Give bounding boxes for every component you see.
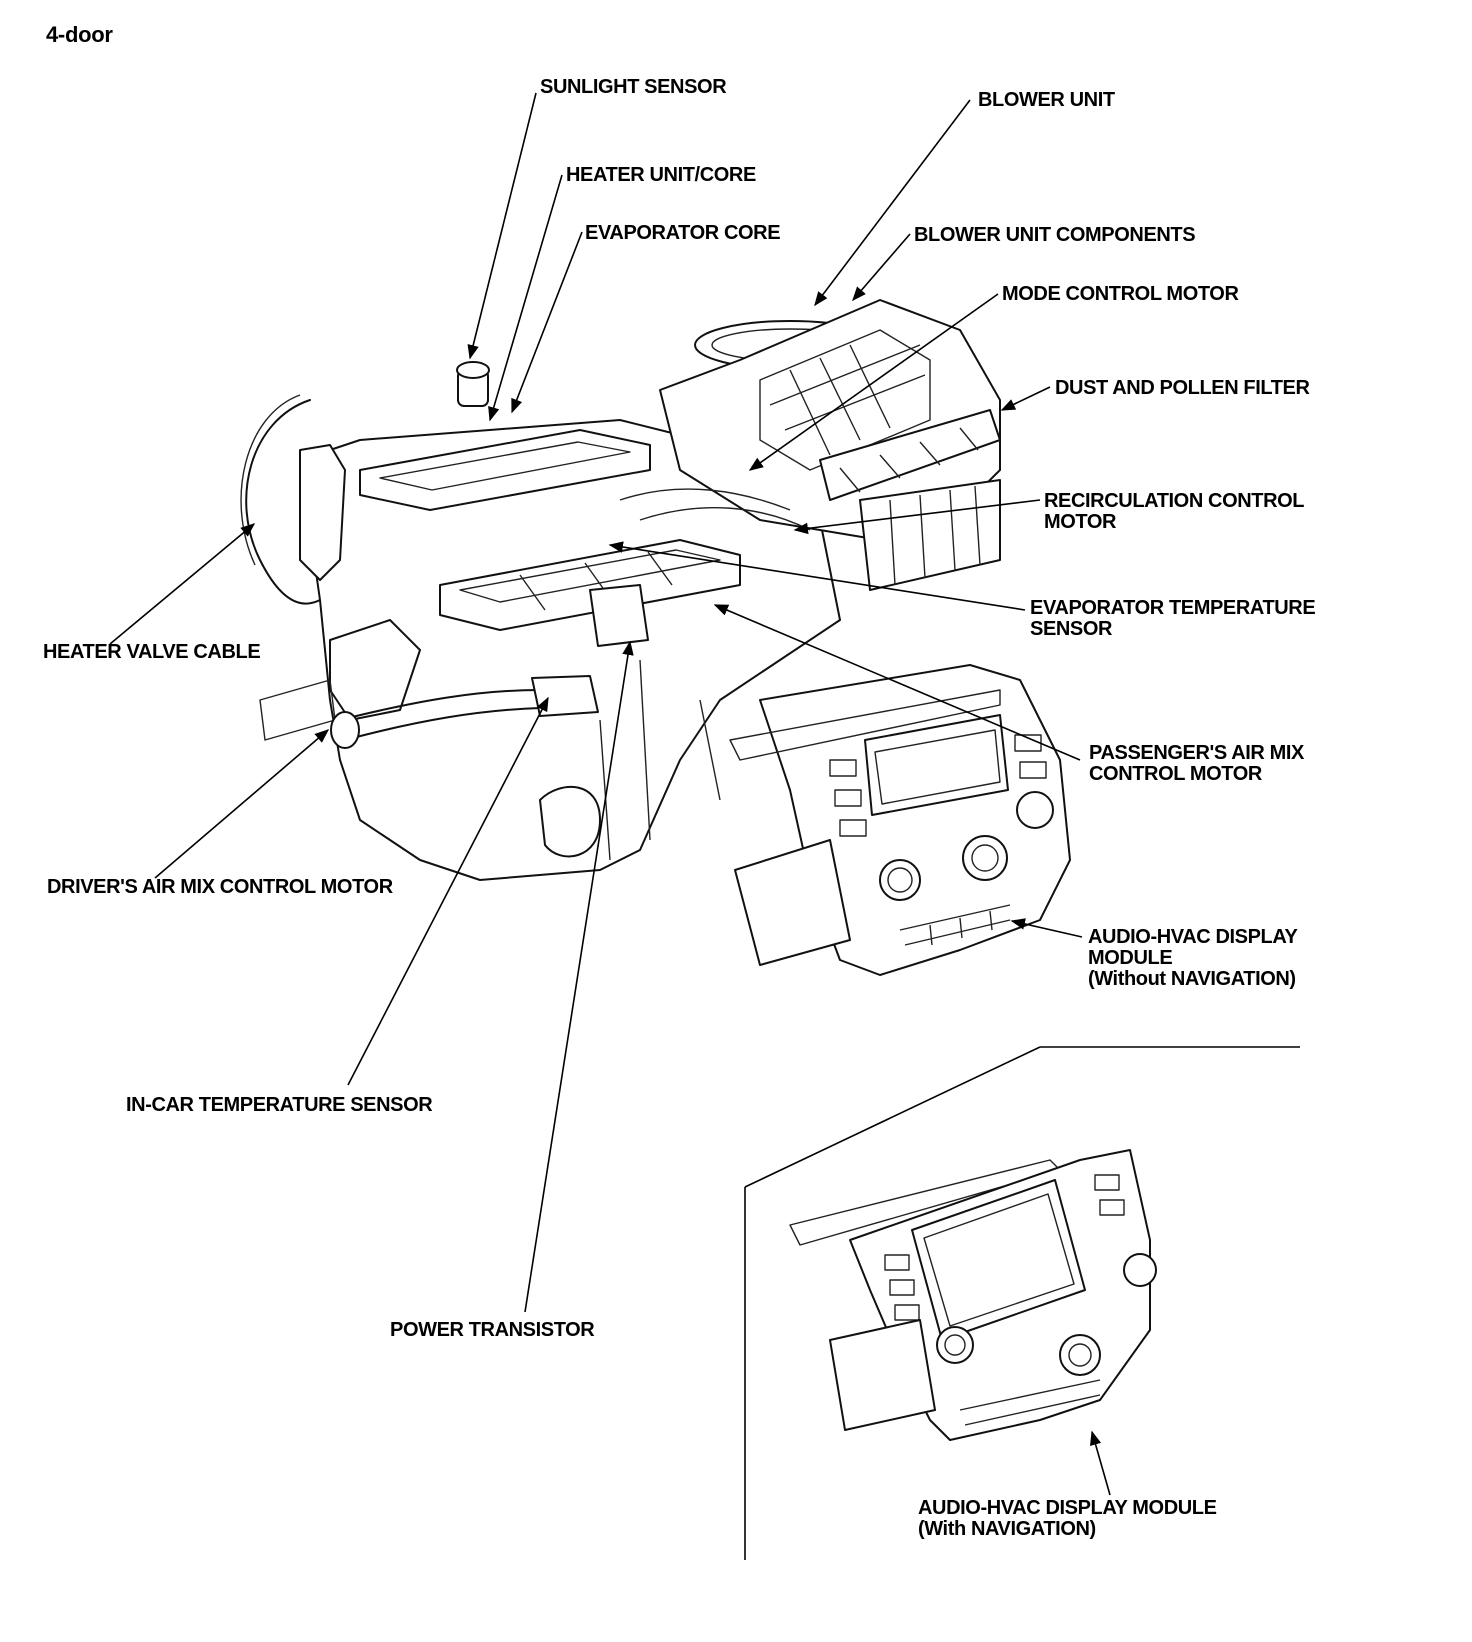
leader-dust-filter [1000,386,1051,411]
label-mode-control-motor: MODE CONTROL MOTOR [1002,283,1239,305]
label-audio-hvac-without-navigation: AUDIO-HVAC DISPLAY MODULE (Without NAVIG… [1088,926,1298,990]
label-heater-valve-cable: HEATER VALVE CABLE [43,641,261,663]
leader-heater-unit [488,174,563,422]
leader-evaporator-core [511,231,583,414]
leader-power-transistor [524,640,634,1313]
label-evaporator-core: EVAPORATOR CORE [585,222,781,244]
leader-audio-hvac-without-nav [1010,918,1083,938]
audio-hvac-with-nav-illustration [744,1046,1300,1560]
leader-blower-components [852,233,911,302]
label-blower-unit: BLOWER UNIT [978,89,1115,111]
leader-recirculation-motor [793,499,1041,535]
leader-audio-hvac-with-nav [1090,1430,1111,1496]
label-sunlight-sensor: SUNLIGHT SENSOR [540,76,727,98]
audio-hvac-without-nav-illustration [729,664,1071,976]
leader-drivers-air-mix [154,729,330,879]
label-power-transistor: POWER TRANSISTOR [390,1319,595,1341]
leader-lines [109,92,1111,1496]
leader-sunlight-sensor [467,92,537,360]
leader-evaporator-temp [608,541,1026,611]
label-in-car-temperature-sensor: IN-CAR TEMPERATURE SENSOR [126,1094,433,1116]
label-dust-pollen-filter: DUST AND POLLEN FILTER [1055,377,1310,399]
leader-passengers-air-mix [713,604,1081,761]
leader-heater-valve-cable [109,523,256,645]
label-audio-hvac-with-navigation: AUDIO-HVAC DISPLAY MODULE (With NAVIGATI… [918,1497,1217,1540]
leader-in-car-sensor [347,696,549,1086]
page-title: 4-door [46,22,113,47]
label-blower-unit-components: BLOWER UNIT COMPONENTS [914,224,1196,246]
leader-mode-control-motor [748,293,999,471]
label-heater-unit-core: HEATER UNIT/CORE [566,164,756,186]
label-drivers-air-mix-control-motor: DRIVER'S AIR MIX CONTROL MOTOR [47,876,393,898]
label-recirculation-control-motor: RECIRCULATION CONTROL MOTOR [1044,490,1305,533]
leader-blower-unit [814,99,971,307]
label-passengers-air-mix-control-motor: PASSENGER'S AIR MIX CONTROL MOTOR [1089,742,1304,785]
label-evaporator-temperature-sensor: EVAPORATOR TEMPERATURE SENSOR [1030,597,1316,640]
hvac-unit-illustration [240,299,1001,881]
